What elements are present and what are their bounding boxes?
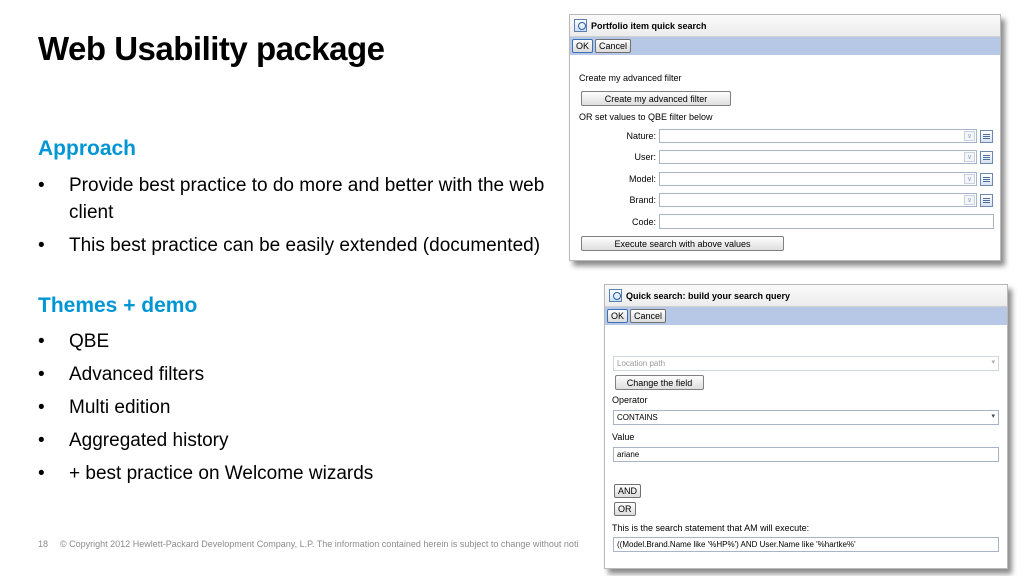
chevron-down-icon[interactable]: ▾: [991, 413, 995, 420]
value-text: ariane: [617, 450, 640, 459]
brand-combo[interactable]: ∨: [659, 193, 977, 207]
code-input[interactable]: [659, 214, 994, 229]
statement-label: This is the search statement that AM wil…: [612, 523, 810, 533]
list-picker-icon[interactable]: [980, 129, 993, 143]
chevron-down-icon[interactable]: ▾: [991, 359, 995, 366]
execute-search-button[interactable]: Execute search with above values: [581, 236, 784, 251]
combo-arrow-icon[interactable]: ∨: [964, 195, 975, 205]
brand-label: Brand:: [629, 195, 656, 205]
value-label: Value: [612, 432, 635, 442]
bullet-text: QBE: [69, 331, 110, 352]
list-item: • This best practice can be easily extend…: [38, 232, 568, 259]
bullet-icon: •: [38, 397, 45, 418]
cancel-button[interactable]: Cancel: [595, 39, 632, 53]
dialog-titlebar: Portfolio item quick search: [570, 15, 1000, 37]
bullet-icon: •: [38, 364, 45, 385]
combo-arrow-icon[interactable]: ∨: [964, 174, 975, 184]
model-field-row: Model: ∨: [573, 172, 993, 186]
list-picker-icon[interactable]: [980, 172, 993, 186]
code-label: Code:: [631, 216, 656, 227]
field-path-select[interactable]: Location path ▾: [613, 356, 999, 371]
or-button[interactable]: OR: [614, 502, 636, 516]
list-item: • Provide best practice to do more and be…: [38, 172, 568, 226]
operator-select[interactable]: CONTAINS ▾: [613, 410, 999, 425]
bullet-text: + best practice on Welcome wizards: [69, 463, 374, 484]
list-item: • + best practice on Welcome wizards: [38, 460, 558, 487]
bullet-text: Advanced filters: [69, 364, 205, 385]
approach-list: • Provide best practice to do more and be…: [38, 172, 568, 265]
bullet-icon: •: [38, 175, 45, 196]
value-input[interactable]: ariane: [613, 447, 999, 462]
operator-label: Operator: [612, 395, 648, 405]
nature-combo[interactable]: ∨: [659, 129, 977, 143]
page-number: 18: [38, 539, 49, 549]
search-window-icon: [574, 19, 587, 32]
slide-title: Web Usability package: [38, 30, 385, 67]
change-field-button[interactable]: Change the field: [615, 375, 704, 390]
list-item: • Aggregated history: [38, 427, 558, 454]
or-qbe-label: OR set values to QBE filter below: [579, 112, 713, 122]
bullet-icon: •: [38, 430, 45, 451]
user-field-row: User: ∨: [573, 150, 993, 164]
approach-heading: Approach: [38, 137, 137, 160]
search-window-icon: [609, 289, 622, 302]
field-path-placeholder: Location path: [617, 359, 666, 368]
list-item: • QBE: [38, 328, 558, 355]
nature-label: Nature:: [626, 131, 656, 141]
dialog-title: Portfolio item quick search: [591, 20, 707, 31]
nature-field-row: Nature: ∨: [573, 129, 993, 143]
brand-field-row: Brand: ∨: [573, 193, 993, 207]
create-filter-label: Create my advanced filter: [579, 73, 682, 83]
and-button[interactable]: AND: [614, 484, 642, 498]
bullet-icon: •: [38, 235, 45, 256]
bullet-text: Multi edition: [69, 397, 171, 418]
dialog-body: Create my advanced filter Create my adva…: [570, 55, 1000, 260]
ok-button[interactable]: OK: [607, 309, 629, 323]
model-combo[interactable]: ∨: [659, 172, 977, 186]
portfolio-search-dialog: Portfolio item quick search OK Cancel Cr…: [569, 14, 1001, 261]
slide-footer: 18 © Copyright 2012 Hewlett-Packard Devel…: [38, 539, 578, 549]
list-item: • Multi edition: [38, 394, 558, 421]
dialog-toolbar: OK Cancel: [570, 37, 1000, 55]
dialog-toolbar: OK Cancel: [605, 307, 1007, 325]
bullet-text: Aggregated history: [69, 430, 229, 451]
list-item: • Advanced filters: [38, 361, 558, 388]
ok-button[interactable]: OK: [572, 39, 594, 53]
query-builder-dialog: Quick search: build your search query OK…: [604, 284, 1008, 569]
combo-arrow-icon[interactable]: ∨: [964, 131, 975, 141]
create-filter-button[interactable]: Create my advanced filter: [581, 91, 731, 106]
bullet-text: Provide best practice to do more and bet…: [69, 175, 545, 223]
cancel-button[interactable]: Cancel: [630, 309, 667, 323]
list-picker-icon[interactable]: [980, 150, 993, 164]
code-field-row: Code:: [573, 214, 994, 229]
themes-list: • QBE • Advanced filters • Multi edition • A…: [38, 328, 558, 493]
statement-output[interactable]: ((Model.Brand.Name like '%HP%') AND User…: [613, 537, 999, 552]
bullet-icon: •: [38, 331, 45, 352]
dialog-title: Quick search: build your search query: [626, 290, 791, 301]
operator-value: CONTAINS: [617, 413, 658, 422]
bullet-icon: •: [38, 463, 45, 484]
themes-heading: Themes + demo: [38, 294, 198, 317]
statement-text: ((Model.Brand.Name like '%HP%') AND User…: [617, 540, 856, 549]
list-picker-icon[interactable]: [980, 193, 993, 207]
user-label: User:: [634, 152, 656, 162]
combo-arrow-icon[interactable]: ∨: [964, 152, 975, 162]
bullet-text: This best practice can be easily extende…: [69, 235, 541, 256]
model-label: Model:: [628, 174, 656, 184]
dialog-body: Location path ▾ Change the field Operato…: [605, 325, 1007, 568]
copyright-text: © Copyright 2012 Hewlett-Packard Develop…: [60, 539, 578, 549]
user-combo[interactable]: ∨: [659, 150, 977, 164]
dialog-titlebar: Quick search: build your search query: [605, 285, 1007, 307]
